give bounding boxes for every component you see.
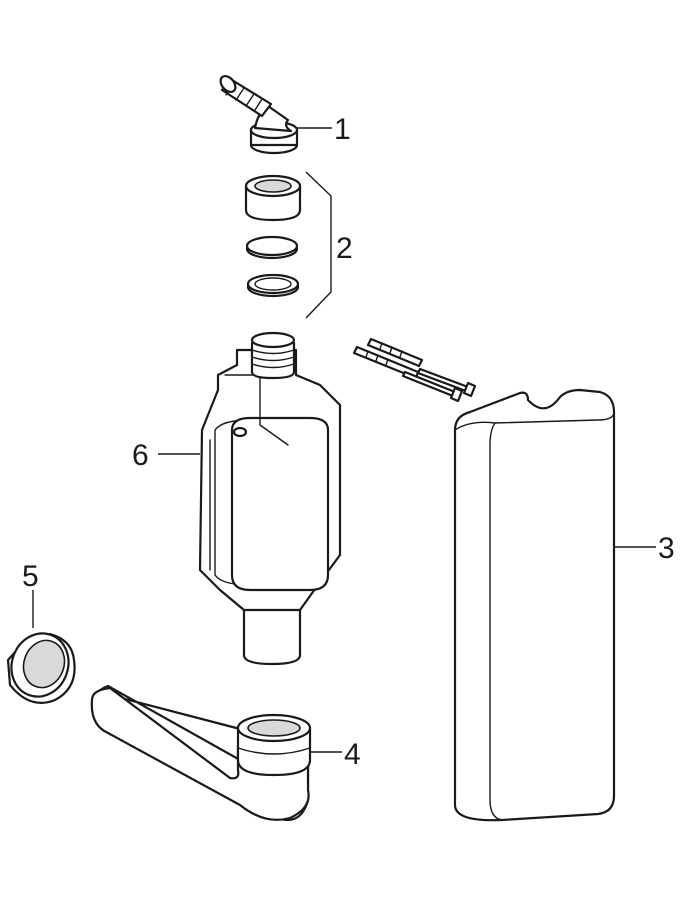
callout-3: 3 [658, 532, 675, 565]
callout-1: 1 [334, 113, 351, 146]
rubber-seal-ring [6, 590, 76, 704]
callout-4: 4 [344, 738, 361, 771]
wall-plugs-and-screws [352, 337, 477, 403]
bent-drain-pipe [90, 684, 342, 822]
callout-2: 2 [336, 232, 353, 265]
callout-5: 5 [22, 560, 39, 593]
seal-set [244, 171, 332, 319]
angled-hose-connector [219, 75, 299, 155]
cover-box [453, 388, 656, 822]
callout-6: 6 [132, 439, 149, 472]
siphon-trap-body [158, 331, 342, 666]
